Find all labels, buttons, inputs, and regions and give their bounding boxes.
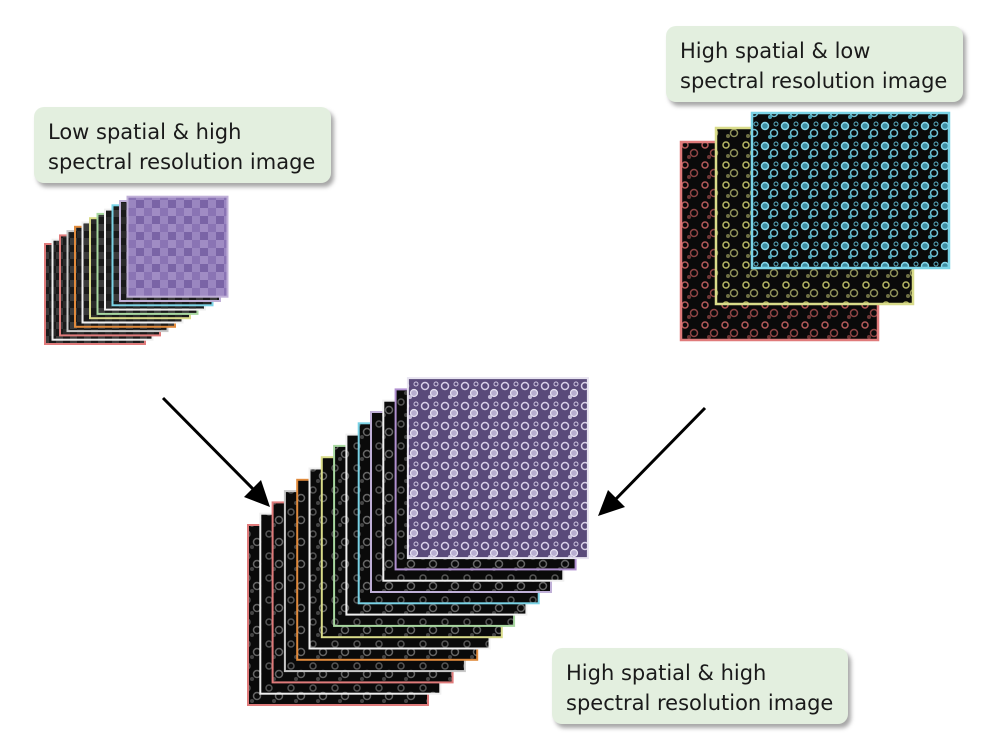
- low-spatial-label: Low spatial & high spectral resolution i…: [34, 107, 331, 183]
- fused-label: High spatial & high spectral resolution …: [552, 648, 848, 724]
- low-spatial-stack: [44, 195, 229, 345]
- band-layer: [406, 377, 589, 560]
- low-spatial-label-line2: spectral resolution image: [48, 150, 316, 174]
- low-spatial-label-line1: Low spatial & high: [48, 120, 242, 144]
- fused-stack: [247, 377, 589, 706]
- band-cyan-layer: [750, 111, 951, 270]
- high-spatial-label: High spatial & low spectral resolution i…: [666, 26, 963, 102]
- high-spatial-label-line2: spectral resolution image: [680, 69, 948, 93]
- arrow-left: [161, 396, 270, 507]
- arrow-right: [598, 406, 707, 516]
- high-spatial-label-line1: High spatial & low: [680, 39, 871, 63]
- high-spatial-stack: [679, 111, 951, 342]
- fused-label-line1: High spatial & high: [566, 661, 767, 685]
- band-layer: [126, 195, 229, 298]
- fused-label-line2: spectral resolution image: [566, 691, 834, 715]
